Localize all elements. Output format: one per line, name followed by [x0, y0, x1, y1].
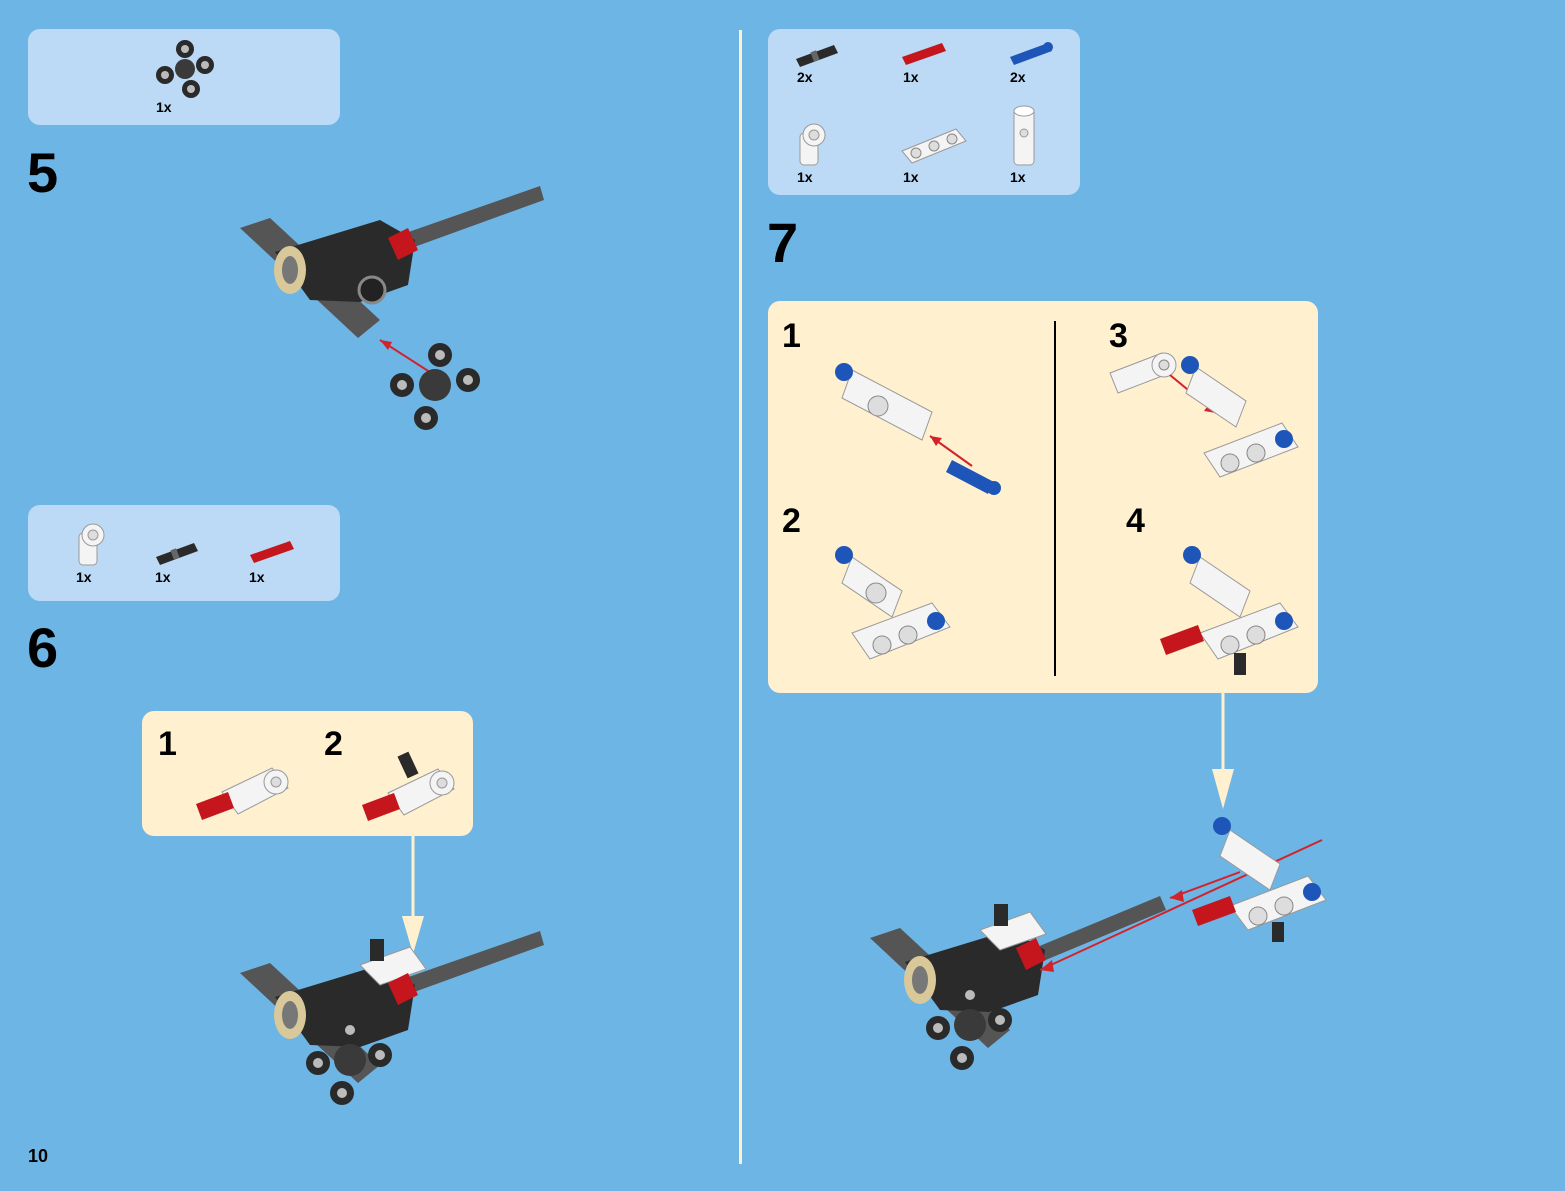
- black-pin-icon: [154, 541, 200, 565]
- step7-substep-box: 1 3 2 4: [768, 301, 1318, 693]
- part-qty: 2x: [1010, 70, 1026, 84]
- substep-number: 1: [158, 727, 177, 761]
- step-number-5: 5: [27, 145, 58, 201]
- step7-arrow: [1210, 693, 1236, 813]
- substep2-illustration: [358, 749, 458, 825]
- step6-assembly-illustration: [230, 925, 550, 1115]
- step7-assembly-illustration: [860, 810, 1340, 1080]
- white-connector-icon: [794, 121, 830, 169]
- page-divider: [739, 30, 742, 1164]
- wheel-hub-icon: [153, 39, 217, 99]
- step-number-7: 7: [767, 215, 798, 271]
- part-qty: 1x: [249, 570, 265, 584]
- white-connector-icon: [73, 521, 109, 569]
- part-qty: 1x: [1010, 170, 1026, 184]
- step7-parts-box: 2x 1x 2x 1x 1x 1x: [768, 29, 1080, 195]
- part-qty: 1x: [797, 170, 813, 184]
- step5-parts-box: 1x: [28, 29, 340, 125]
- substep-number: 4: [1126, 504, 1145, 538]
- substep1-illustration: [832, 356, 1012, 506]
- part-qty: 2x: [797, 70, 813, 84]
- part-qty: 1x: [76, 570, 92, 584]
- substep4-illustration: [1156, 541, 1306, 681]
- substep3-illustration: [1106, 343, 1306, 483]
- red-axle-icon: [900, 41, 948, 67]
- step5-assembly-illustration: [230, 180, 550, 440]
- white-axle-connector-icon: [1010, 103, 1040, 169]
- substep-number: 1: [782, 319, 801, 353]
- step6-parts-box: 1x 1x 1x: [28, 505, 340, 601]
- substep1-illustration: [192, 756, 292, 826]
- white-beam-icon: [898, 125, 968, 165]
- part-qty: 1x: [156, 100, 172, 114]
- step6-substep-box: 1 2: [142, 711, 473, 836]
- substep-number: 2: [782, 504, 801, 538]
- substep2-illustration: [832, 541, 962, 671]
- black-pin-icon: [794, 43, 840, 67]
- blue-pin-icon: [1008, 39, 1054, 65]
- part-qty: 1x: [155, 570, 171, 584]
- red-axle-icon: [248, 539, 296, 565]
- page-number: 10: [28, 1146, 48, 1167]
- substep-divider: [1054, 321, 1056, 676]
- step-number-6: 6: [27, 620, 58, 676]
- part-qty: 1x: [903, 170, 919, 184]
- substep-number: 2: [324, 727, 343, 761]
- part-qty: 1x: [903, 70, 919, 84]
